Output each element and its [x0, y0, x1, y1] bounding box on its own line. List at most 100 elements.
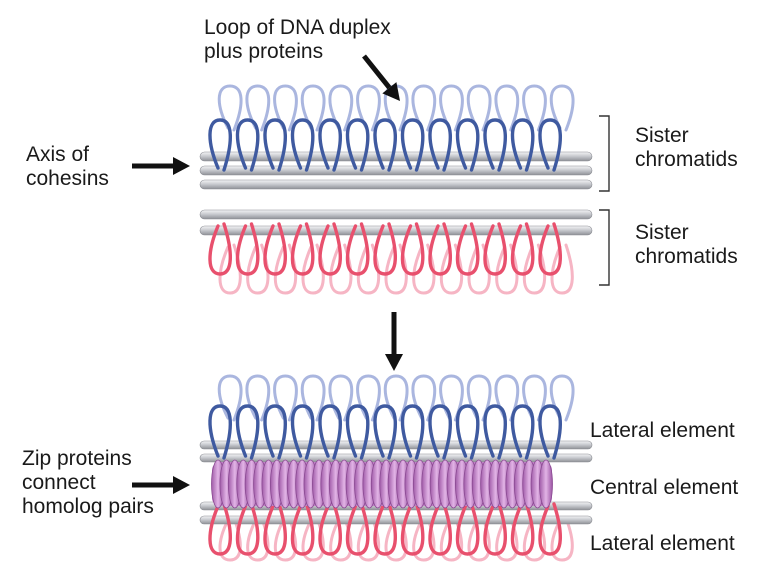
dna-loop [510, 118, 535, 172]
dna-loop [235, 502, 260, 556]
dna-loop [483, 404, 508, 460]
dna-loop [290, 404, 315, 460]
dna-loop [483, 502, 508, 556]
dna-loop-faded [356, 516, 381, 562]
dna-loop-faded [412, 243, 436, 295]
down-arrow-head [385, 354, 403, 371]
zip-arrow-head [173, 476, 190, 494]
dna-loop-faded [356, 84, 381, 132]
zip-label-line1: Zip proteins [22, 447, 132, 470]
sister-bottom-line1: Sister [635, 221, 689, 244]
cohesin-rod [199, 165, 593, 176]
dna-loop [428, 222, 453, 276]
cohesin-rod [199, 440, 593, 450]
dna-loop [263, 222, 288, 276]
dna-loop [538, 502, 563, 556]
dna-loop [428, 118, 453, 172]
dna-loop [538, 404, 563, 460]
dna-loop-faded [384, 516, 408, 562]
lateral-element-label-bottom: Lateral element [590, 532, 735, 555]
central-element [211, 459, 553, 509]
dna-loop [208, 404, 233, 460]
dna-loop [373, 118, 398, 172]
dna-loop [235, 404, 260, 460]
dna-loop-faded [466, 84, 492, 132]
dna-loop [483, 118, 508, 172]
sister-chromatids-label-top: Sister chromatids [635, 124, 738, 172]
dna-loop [263, 404, 288, 460]
dna-loop [373, 404, 398, 460]
dna-loop-faded [467, 243, 491, 295]
dna-loop [510, 404, 535, 460]
front-layer [208, 118, 563, 556]
dna-loop [428, 502, 453, 556]
arrows [132, 54, 403, 494]
loop-label-line2: plus proteins [204, 40, 324, 63]
dna-loop [263, 118, 288, 172]
dna-loop-faded [494, 84, 520, 132]
dna-loop-faded [550, 516, 574, 562]
sister-top-line2: chromatids [635, 148, 738, 171]
dna-loop [400, 502, 425, 556]
dna-loop-faded [550, 243, 574, 295]
dna-loop [208, 502, 233, 556]
cohesin-rod [199, 179, 593, 190]
dna-loop [318, 118, 343, 172]
dna-loop [455, 118, 480, 172]
dna-loop-faded [217, 374, 243, 422]
dna-loop-faded [245, 84, 271, 132]
loop-arrow [362, 54, 400, 101]
axis-arrow [132, 157, 190, 175]
dna-loop [290, 502, 315, 556]
dna-loop-faded [273, 84, 298, 132]
dna-loop-faded [246, 516, 270, 562]
dna-loop-faded [522, 243, 547, 295]
lateral-element-label-top: Lateral element [590, 419, 735, 442]
dna-loop [290, 222, 315, 276]
dna-loop-faded [467, 516, 491, 562]
dna-loop [208, 222, 233, 276]
dna-loop [373, 222, 398, 276]
dna-loop [263, 502, 288, 556]
dna-loop [455, 502, 480, 556]
dna-loop-faded [411, 374, 437, 422]
zip-proteins-label: Zip proteins connect homolog pairs [22, 447, 154, 519]
dna-loop-faded [329, 516, 353, 562]
sister-bottom-line2: chromatids [635, 245, 738, 268]
dna-loop-faded [466, 374, 492, 422]
sister-top-line1: Sister [635, 124, 689, 147]
dna-loop-faded [522, 374, 547, 422]
axis-label-line1: Axis of [26, 143, 90, 166]
dna-loop [483, 222, 508, 276]
dna-loop-faded [522, 84, 547, 132]
cohesin-rod [199, 515, 593, 525]
loop-label: Loop of DNA duplex plus proteins [204, 16, 391, 64]
brackets [599, 115, 610, 286]
dna-loop-faded [439, 374, 464, 422]
dna-loop [235, 118, 260, 172]
dna-loop [400, 404, 425, 460]
loop-label-line1: Loop of DNA duplex [204, 16, 391, 39]
sister-chromatids-label-bottom: Sister chromatids [635, 221, 738, 269]
cohesin-rod [199, 151, 593, 162]
dna-loop [318, 404, 343, 460]
dna-loop [538, 222, 563, 276]
dna-loop-faded [495, 516, 519, 562]
dna-loop [510, 222, 535, 276]
dna-loop-faded [300, 84, 326, 132]
dna-loop-faded [522, 516, 547, 562]
zip-arrow [132, 476, 190, 494]
dna-loop-faded [218, 516, 242, 562]
zip-label-line2: connect [22, 471, 96, 494]
dna-loop-faded [328, 374, 354, 422]
dna-loop [345, 404, 370, 460]
dna-loop-faded [549, 374, 575, 422]
dna-loop-faded [217, 84, 243, 132]
dna-loop [318, 502, 343, 556]
dna-loop-faded [384, 243, 408, 295]
dna-loop [373, 502, 398, 556]
dna-loop-faded [439, 243, 464, 295]
dna-loop-faded [300, 374, 326, 422]
dna-loop [345, 118, 370, 172]
